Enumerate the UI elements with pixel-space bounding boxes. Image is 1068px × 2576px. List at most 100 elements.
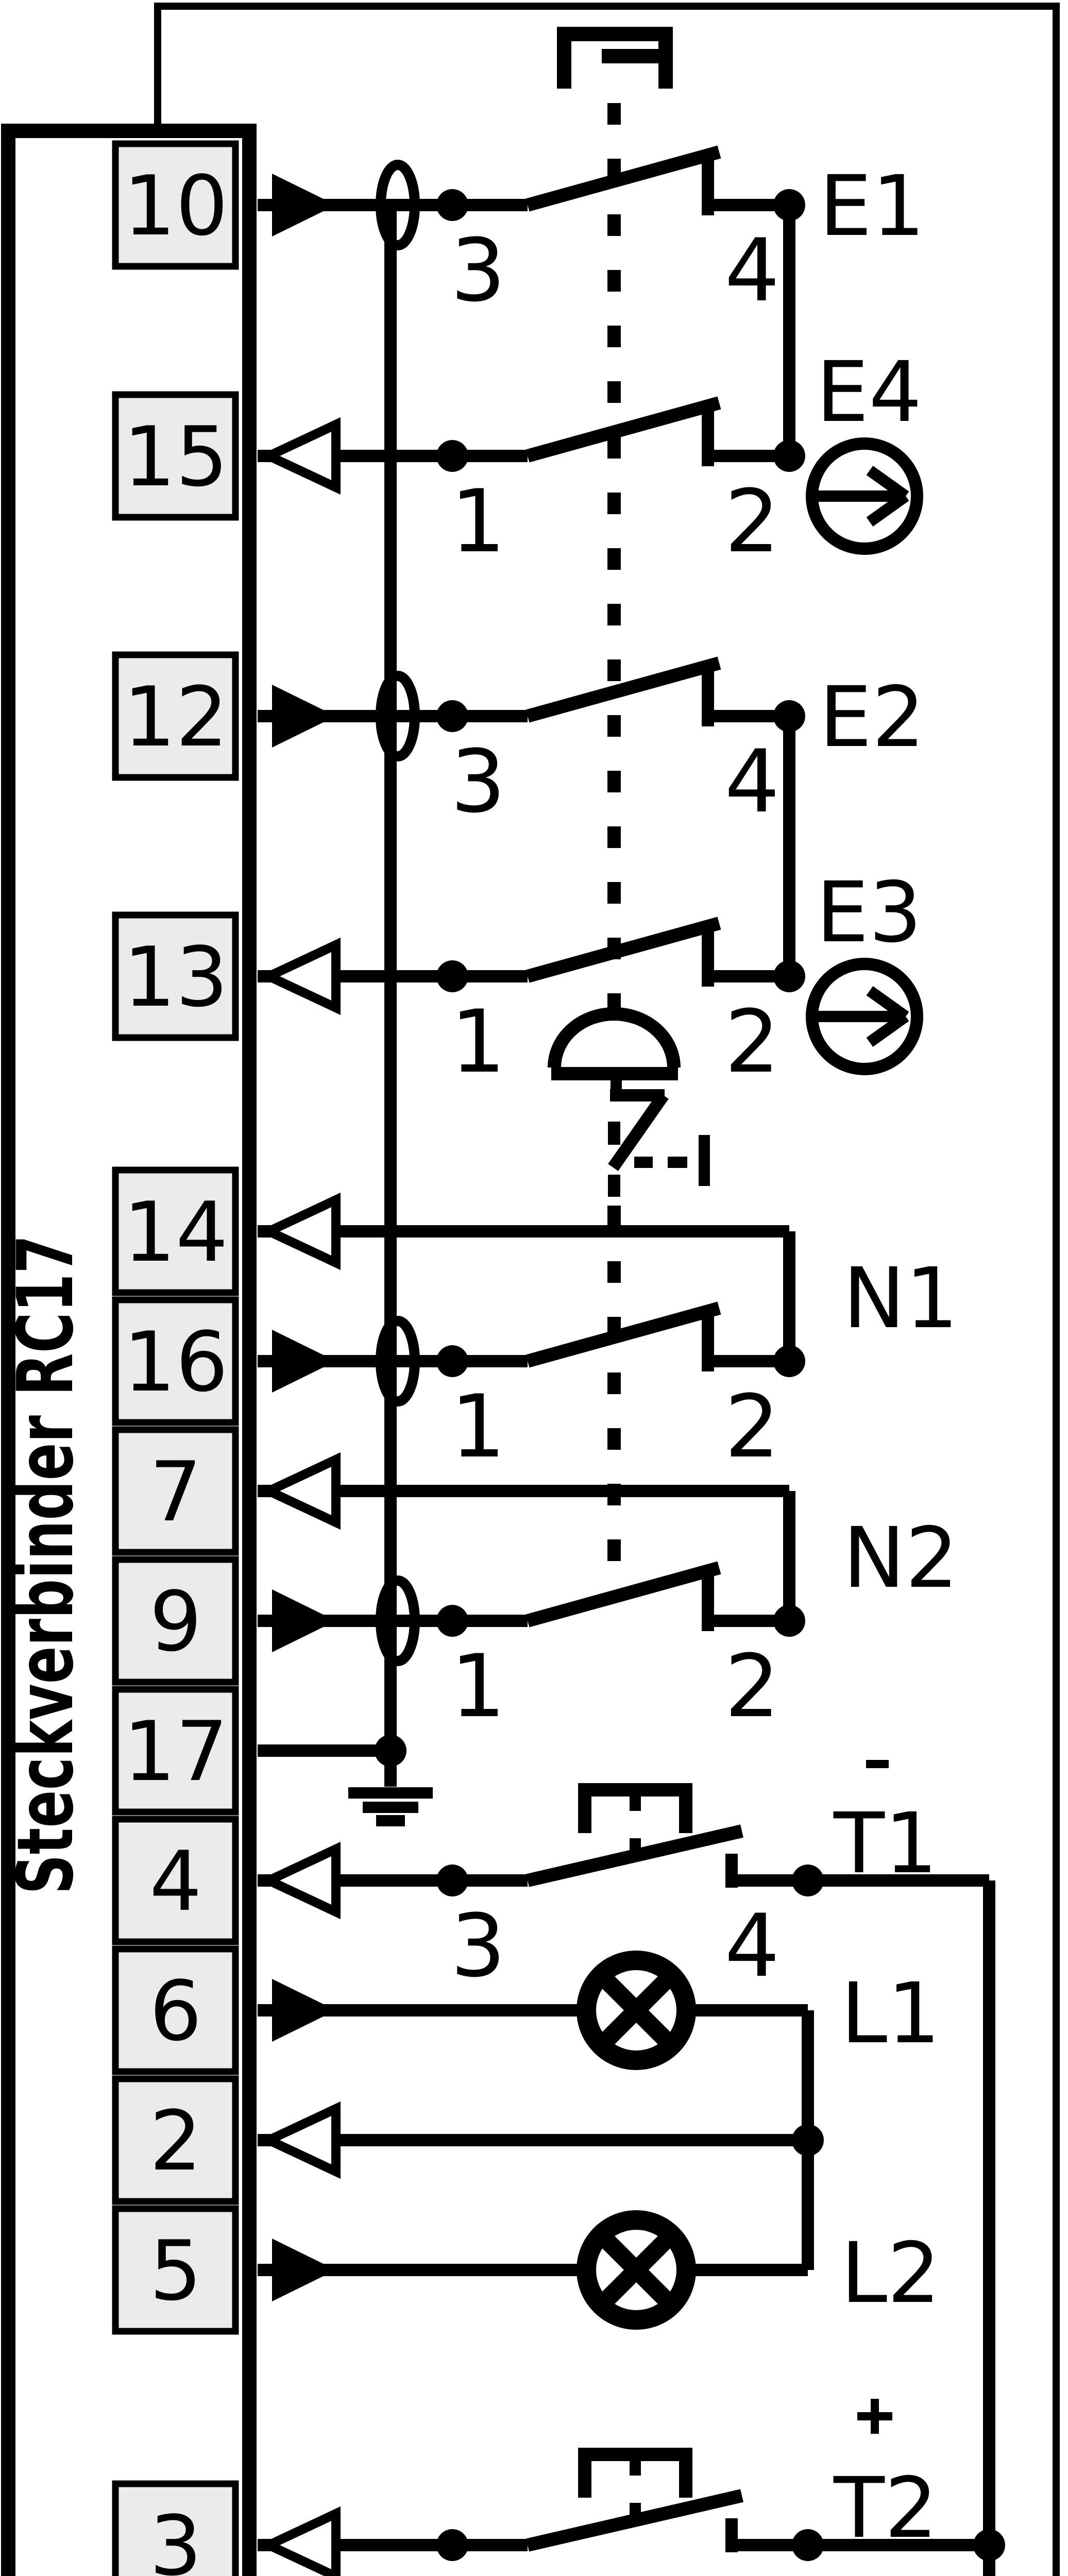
- node-dot: [792, 2529, 824, 2561]
- pair-ellipse-icon: [376, 1575, 420, 1666]
- switch-label-N2: N2: [843, 1510, 958, 1607]
- contact-number-left: 3: [451, 731, 506, 832]
- switch-blade: [525, 1561, 721, 1628]
- pivot-dot: [436, 189, 468, 221]
- switch-label-L2: L2: [841, 2225, 940, 2322]
- terminal-box-15: [112, 391, 239, 521]
- pivot-dot: [436, 440, 468, 472]
- switch-blade: [525, 917, 721, 983]
- arrow-out-icon: [258, 1192, 341, 1270]
- switch-label-E3: E3: [816, 865, 922, 961]
- arrow-in-icon: [272, 1979, 336, 2042]
- terminal-box-14: [112, 1166, 239, 1296]
- arrow-in-icon: [272, 174, 336, 236]
- terminal-number-10: 10: [123, 158, 228, 254]
- contact-number-right: 4: [725, 2560, 780, 2576]
- lamp-cross: [595, 1969, 678, 2052]
- terminal-number-17: 17: [123, 1703, 228, 1800]
- bus-ground-dot: [375, 1735, 406, 1767]
- switch-label-E2: E2: [819, 669, 925, 766]
- buzzer-icon: [548, 1007, 681, 1068]
- indicator-arrow: [866, 466, 909, 501]
- arrow-in-icon: [272, 2239, 336, 2301]
- terminal-box-2: [112, 2075, 239, 2205]
- pair-ellipse-icon: [376, 160, 420, 250]
- indicator-arrow: [866, 986, 909, 1021]
- node-dot: [773, 1345, 805, 1377]
- contact-number-right: 2: [725, 991, 780, 1092]
- pivot-dot: [436, 700, 468, 732]
- pivot-dot: [436, 1345, 468, 1377]
- arrow-in-icon: [272, 1589, 336, 1652]
- switch-blade: [525, 396, 721, 463]
- contact-number-right: 2: [725, 1376, 780, 1477]
- switch-blade: [526, 1824, 743, 1887]
- arrow-out-icon: [258, 1841, 341, 1920]
- node-dot: [773, 189, 805, 221]
- terminal-number-16: 16: [123, 1314, 228, 1410]
- arrow-in-icon: [272, 1330, 336, 1393]
- terminal-box-9: [112, 1556, 239, 1686]
- contact-number-right: 4: [725, 731, 780, 832]
- indicator-arrow: [866, 1012, 909, 1047]
- terminal-box-4: [112, 1816, 239, 1945]
- arrow-out-icon: [258, 417, 341, 495]
- terminal-box-16: [112, 1296, 239, 1426]
- switch-label-N1: N1: [843, 1250, 958, 1347]
- terminal-number-15: 15: [123, 409, 228, 505]
- terminal-number-4: 4: [149, 1833, 202, 1929]
- arrow-in-icon: [272, 685, 336, 748]
- pivot-dot: [436, 960, 468, 992]
- contact-number-right: 4: [725, 220, 780, 321]
- contact-number-left: 1: [451, 991, 506, 1092]
- terminal-box-12: [112, 651, 239, 781]
- terminal-box-13: [112, 911, 239, 1041]
- contact-number-left: 1: [451, 1376, 506, 1477]
- pair-ellipse-icon: [376, 1316, 420, 1406]
- contact-number-right: 2: [725, 471, 780, 572]
- terminal-number-3: 3: [149, 2498, 202, 2576]
- node-dot: [792, 1865, 824, 1896]
- indicator-arrow: [866, 492, 909, 527]
- pivot-dot: [436, 2529, 468, 2561]
- terminal-number-14: 14: [123, 1184, 228, 1280]
- pair-ellipse-icon: [376, 671, 420, 761]
- arrow-out-icon: [258, 1452, 341, 1530]
- linkage-lever: [608, 1092, 669, 1171]
- arrow-out-icon: [258, 2101, 341, 2179]
- switch-blade: [525, 145, 721, 212]
- switch-blade: [525, 656, 721, 723]
- contact-number-left: 1: [451, 471, 506, 572]
- terminal-box-17: [112, 1686, 239, 1816]
- switch-label-L1: L1: [841, 1965, 940, 2062]
- terminal-number-5: 5: [149, 2223, 202, 2319]
- switch-label-T1: T1: [833, 1795, 938, 1892]
- arrow-out-icon: [258, 2506, 341, 2576]
- contact-number-right: 2: [725, 1636, 780, 1737]
- terminal-box-10: [112, 140, 239, 270]
- arrow-out-icon: [258, 937, 341, 1015]
- bus-dot: [973, 2529, 1005, 2561]
- terminal-number-6: 6: [149, 1963, 202, 2059]
- terminal-number-12: 12: [123, 669, 228, 765]
- terminal-box-3: [112, 2480, 239, 2576]
- lamp-cross: [595, 2228, 678, 2312]
- contact-number-left: 3: [451, 220, 506, 321]
- terminal-number-7: 7: [149, 1444, 202, 1540]
- switch-label-E1: E1: [819, 158, 925, 255]
- pivot-dot: [436, 1865, 468, 1896]
- contact-number-right: 4: [725, 1895, 780, 1996]
- contact-number-left: 3: [451, 2560, 506, 2576]
- connector-label: Steckverbinder RC17: [1, 1235, 91, 1894]
- terminal-number-9: 9: [149, 1573, 202, 1670]
- terminal-number-2: 2: [149, 2093, 202, 2189]
- node-dot: [792, 2124, 824, 2156]
- terminal-box-6: [112, 1945, 239, 2075]
- pivot-dot: [436, 1605, 468, 1637]
- terminal-box-7: [112, 1426, 239, 1556]
- terminal-box-5: [112, 2205, 239, 2335]
- terminal-number-13: 13: [123, 929, 228, 1025]
- switch-blade: [525, 1301, 721, 1368]
